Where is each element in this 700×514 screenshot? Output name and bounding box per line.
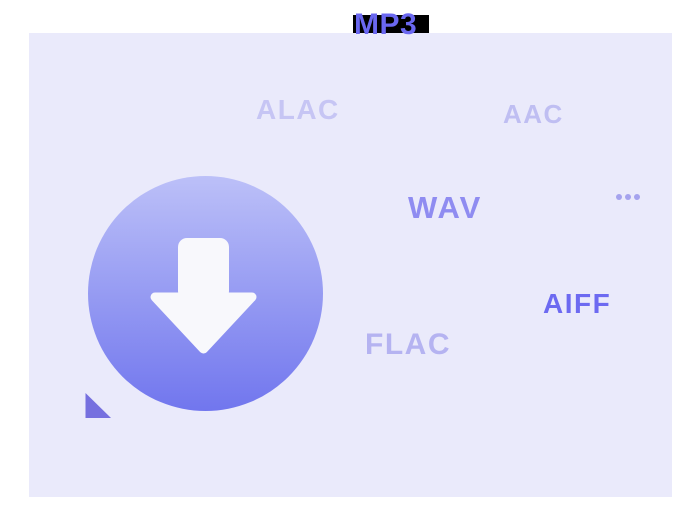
cursor-pointer-triangle [85,393,111,418]
format-label-alac: ALAC [256,94,340,125]
download-button[interactable] [88,176,323,411]
format-label-wav: WAV [408,190,483,225]
ellipsis-dot [634,194,640,200]
format-label-aac: AAC [503,99,564,129]
download-arrow-icon [150,238,257,354]
more-formats-ellipsis [616,194,640,200]
ellipsis-dot [616,194,622,200]
format-label-mp3: MP3 [354,8,418,41]
format-label-aiff: AIFF [543,288,612,319]
format-label-flac: FLAC [365,328,451,361]
ellipsis-dot [625,194,631,200]
